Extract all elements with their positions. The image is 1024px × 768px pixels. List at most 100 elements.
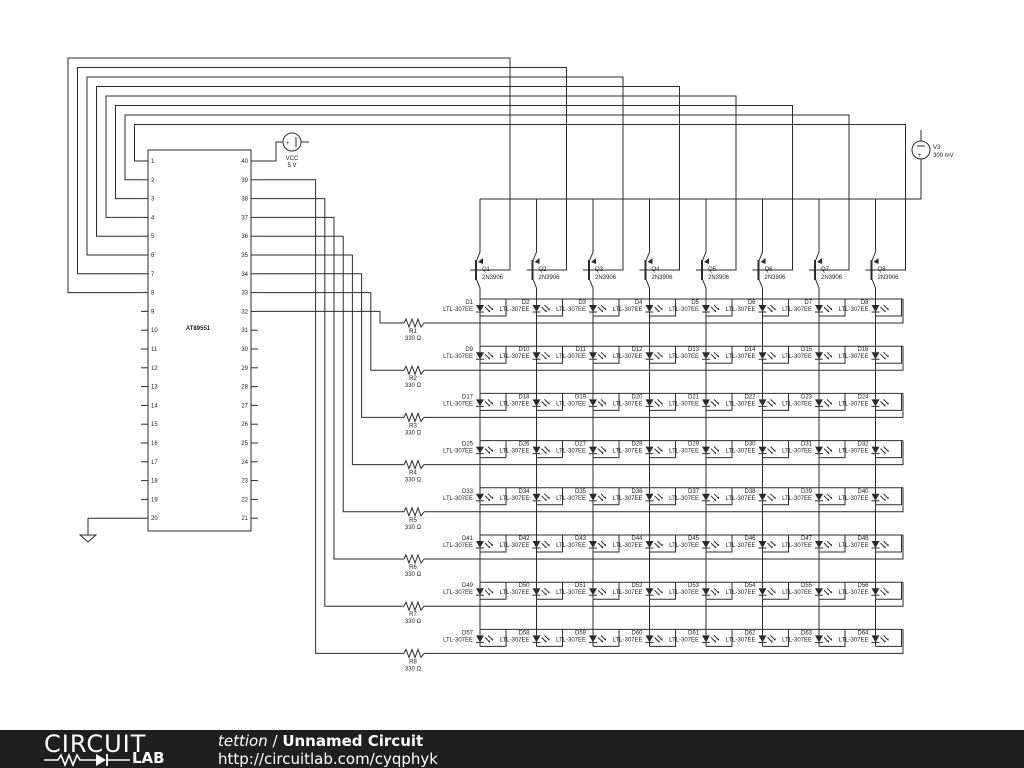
led-part: LTL-307EE bbox=[839, 354, 869, 360]
led-ref: D2 bbox=[522, 300, 530, 306]
mcu-pin-number: 2 bbox=[151, 178, 155, 184]
circuitlab-logo[interactable]: CIRCUIT LAB bbox=[44, 730, 194, 768]
led-part: LTL-307EE bbox=[613, 449, 643, 455]
author-link[interactable]: tettion bbox=[218, 732, 268, 750]
led-ref: D52 bbox=[631, 583, 643, 589]
led-ref: D55 bbox=[801, 583, 813, 589]
circuit-url-link[interactable]: http://circuitlab.com/cyqphyk bbox=[218, 750, 438, 768]
led-ref: D17 bbox=[462, 394, 474, 400]
mcu-chip[interactable]: AT89551 bbox=[147, 149, 252, 532]
led-part: LTL-307EE bbox=[556, 354, 586, 360]
led-part: LTL-307EE bbox=[500, 307, 530, 313]
led-ref: D30 bbox=[744, 442, 756, 448]
logo-text-circuit: CIRCUIT bbox=[44, 730, 147, 758]
mcu-pin-number: 37 bbox=[241, 215, 248, 221]
led-ref: D29 bbox=[688, 442, 700, 448]
led-part: LTL-307EE bbox=[500, 590, 530, 596]
